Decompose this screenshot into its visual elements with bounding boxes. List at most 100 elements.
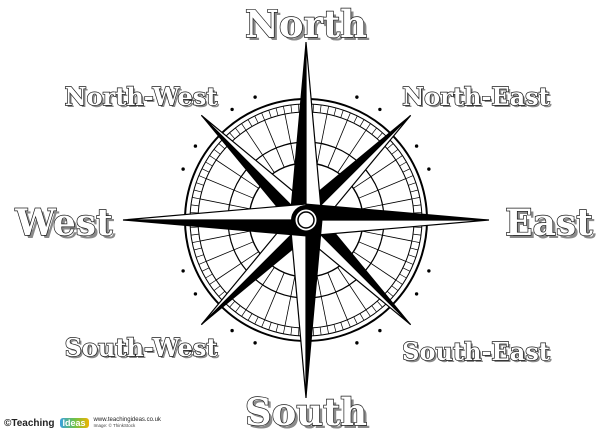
compass-tick [199, 176, 206, 179]
star-point-dark [290, 42, 306, 220]
compass-tick [196, 183, 204, 186]
compass-tick [372, 306, 377, 312]
svg-text:South-East: South-East [402, 337, 550, 366]
compass-tick [403, 169, 410, 173]
star-point-light [290, 220, 306, 398]
compass-tick [262, 113, 265, 120]
compass-tick [214, 286, 220, 291]
compass-tick [410, 248, 418, 250]
compass-tick [334, 324, 336, 332]
compass-spoke [206, 242, 253, 262]
compass-tick [414, 212, 422, 213]
compass-tick [320, 327, 321, 335]
compass-dot [378, 108, 381, 111]
label-west: West West [14, 202, 116, 247]
star-point-dark [306, 220, 322, 398]
svg-text:North-East: North-East [402, 82, 550, 111]
label-south-west: South-West South-West [65, 333, 220, 364]
compass-tick [269, 322, 272, 330]
svg-text:South: South [245, 390, 367, 432]
compass-dot [253, 341, 256, 344]
star-point-dark [123, 220, 306, 236]
compass-tick [255, 116, 259, 123]
compass-spoke [362, 199, 412, 209]
compass-spoke [200, 199, 250, 209]
compass-tick [206, 162, 213, 166]
compass-tick [400, 162, 407, 166]
compass-tick [327, 106, 329, 114]
svg-text:West: West [14, 202, 113, 244]
compass-tick [206, 274, 213, 278]
compass-tick [210, 280, 217, 284]
compass-tick [276, 108, 278, 116]
compass-tick [408, 255, 416, 258]
compass-tick [372, 128, 377, 134]
compass-tick [406, 261, 413, 264]
brand-text: ©Teaching [4, 418, 55, 429]
compass-spoke [206, 179, 253, 199]
compass-tick [190, 212, 198, 213]
compass-tick [408, 183, 416, 186]
compass-spoke [317, 276, 327, 326]
compass-tick [298, 104, 299, 112]
compass-tick [413, 205, 421, 206]
compass-tick [412, 241, 420, 243]
compass-tick [387, 291, 393, 296]
compass-dot [355, 341, 358, 344]
compass-spoke [285, 114, 295, 164]
compass-tick [347, 113, 350, 120]
compass-tick [190, 227, 198, 228]
compass-dot [427, 167, 430, 170]
compass-tick [396, 156, 403, 160]
compass-tick [410, 190, 418, 192]
compass-tick [255, 317, 259, 324]
compass-tick [248, 120, 252, 127]
compass-tick [235, 306, 240, 312]
compass-tick [230, 133, 235, 139]
compass-tick [194, 248, 202, 250]
compass-tick [192, 197, 200, 199]
compass-tick [283, 326, 285, 334]
compass-tick [269, 110, 272, 118]
compass-tick [392, 286, 398, 291]
brand-logo: Ideas [60, 418, 89, 428]
compass-dot [181, 167, 184, 170]
compass-centre-inner [298, 212, 314, 228]
compass-dot [355, 95, 358, 98]
compass-spoke [359, 242, 406, 262]
compass-dot [230, 329, 233, 332]
compass-tick [313, 104, 314, 112]
compass-tick [360, 120, 364, 127]
compass-dot [194, 144, 197, 147]
compass-tick [392, 149, 398, 154]
compass-spoke [265, 273, 285, 320]
svg-text:North-West: North-West [65, 82, 218, 111]
compass-tick [387, 144, 393, 149]
compass-tick [413, 234, 421, 235]
compass-tick [341, 322, 344, 330]
compass-dot [415, 144, 418, 147]
compass-dot [194, 292, 197, 295]
compass-dot [181, 269, 184, 272]
footer-credit: ©Teaching Ideas www.teachingideas.co.uk … [4, 417, 161, 429]
compass-tick [191, 205, 199, 206]
label-north: North North [245, 2, 370, 49]
compass-tick [341, 110, 344, 118]
compass-tick [192, 241, 200, 243]
star-point-dark [306, 204, 489, 220]
star-point-light [123, 204, 306, 220]
compass-tick [210, 156, 217, 160]
compass-tick [414, 227, 422, 228]
compass-tick [214, 149, 220, 154]
compass-tick [354, 317, 358, 324]
label-east: East East [505, 202, 596, 247]
compass-spoke [362, 231, 412, 241]
compass-spoke [200, 231, 250, 241]
compass-dot [415, 292, 418, 295]
compass-tick [377, 301, 382, 307]
compass-tick [327, 326, 329, 334]
compass-tick [196, 255, 204, 258]
compass-spoke [265, 120, 285, 167]
compass-spoke [328, 273, 348, 320]
